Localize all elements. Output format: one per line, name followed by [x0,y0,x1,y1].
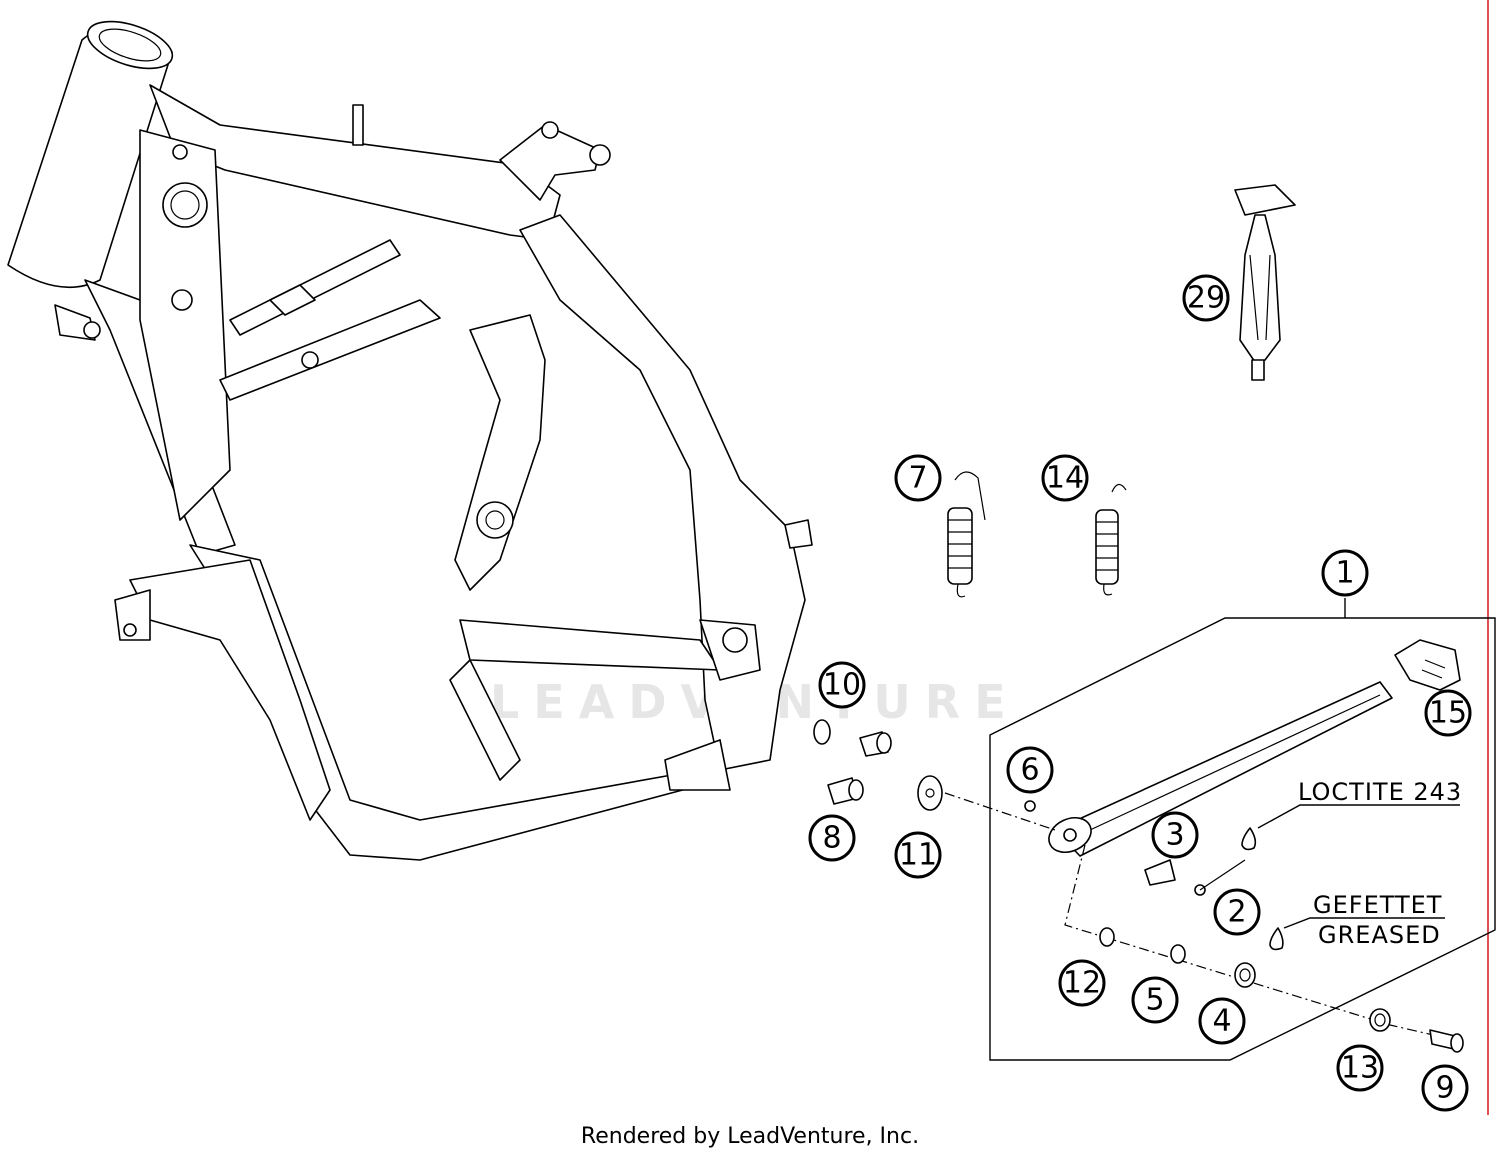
part-2-screw [1194,859,1246,896]
loctite-drop-icon [1241,827,1257,851]
part-12-ring [1099,927,1115,947]
svg-text:5: 5 [1145,983,1164,1018]
footer-credit: Rendered by LeadVenture, Inc. [580,1124,920,1149]
part-29-tool [1234,184,1296,381]
note-loctite: LOCTITE 243 [1298,778,1462,806]
callout-6: 6 [1006,746,1054,794]
part-15-foot [1394,639,1461,691]
callout-12: 12 [1058,959,1106,1007]
callout-5: 5 [1131,976,1179,1024]
part-4-bushing [1234,962,1256,988]
svg-text:12: 12 [1063,966,1101,1001]
grease-drop-icon [1269,927,1284,951]
callout-13: 13 [1336,1044,1384,1092]
callout-2: 2 [1213,888,1261,936]
svg-text:15: 15 [1429,696,1467,731]
svg-text:11: 11 [899,838,937,873]
part-9-bolt [1429,1029,1464,1053]
callout-1: 1 [1321,549,1369,597]
svg-text:3: 3 [1165,818,1184,853]
spring-part-14 [1095,483,1127,596]
svg-text:29: 29 [1187,281,1225,316]
part-11-washer [917,775,943,811]
part-6-nut [1024,800,1036,812]
callout-4: 4 [1198,997,1246,1045]
callout-29: 29 [1182,274,1230,322]
svg-text:7: 7 [908,461,927,496]
side-stand-leg [1048,681,1393,857]
svg-text:14: 14 [1046,461,1084,496]
part-5-ring [1170,944,1186,964]
svg-text:2: 2 [1227,895,1246,930]
callout-9: 9 [1421,1064,1469,1112]
callout-3: 3 [1151,811,1199,859]
part-3-clip [1144,859,1176,886]
svg-text:8: 8 [822,821,841,856]
assembly-box-part-1 [989,617,1496,1061]
note-gefettet: GEFETTET [1313,891,1442,919]
spring-part-7 [947,471,986,598]
callout-7: 7 [894,454,942,502]
svg-text:6: 6 [1020,753,1039,788]
callout-15: 15 [1424,689,1472,737]
part-8-bushing [827,777,864,805]
svg-text:4: 4 [1212,1004,1231,1039]
motorcycle-frame [7,20,813,861]
callout-14: 14 [1041,454,1089,502]
callout-11: 11 [894,831,942,879]
svg-text:1: 1 [1335,556,1354,591]
part-13-bushing [1369,1008,1391,1032]
svg-text:10: 10 [823,668,861,703]
callout-8: 8 [808,814,856,862]
part-10-oring [813,719,831,745]
part-10-bushing [859,731,892,757]
callout-10: 10 [818,661,866,709]
svg-text:9: 9 [1435,1071,1454,1106]
svg-text:13: 13 [1341,1051,1379,1086]
note-greased: GREASED [1318,921,1441,949]
